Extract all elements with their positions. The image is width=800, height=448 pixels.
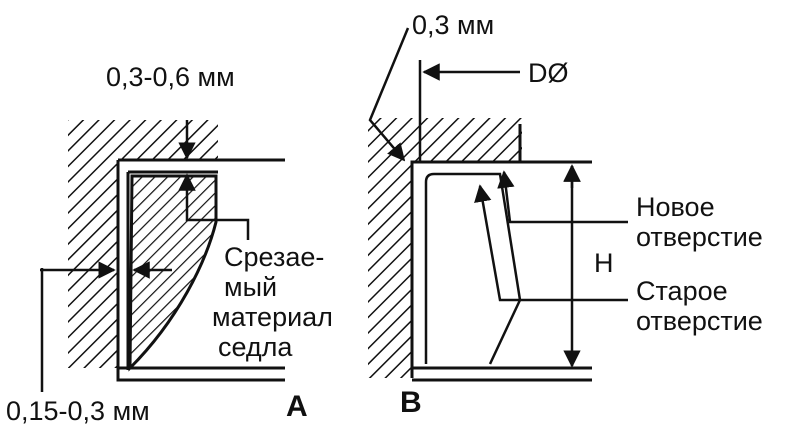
head-body-b — [368, 118, 522, 378]
seat-lines-b — [412, 160, 592, 382]
chamfer-leader — [368, 27, 410, 162]
label-new-line1: Новое — [636, 192, 715, 222]
label-old-line2: отверстие — [636, 306, 763, 336]
head-body-a — [68, 120, 218, 368]
caption-b: B — [400, 386, 422, 419]
label-top-a: 0,3-0,6 мм — [106, 62, 235, 92]
seat-insert-a — [116, 158, 285, 382]
label-new-line2: отверстие — [636, 222, 763, 252]
bore-outline-b — [424, 172, 522, 365]
label-h-b: H — [594, 248, 614, 278]
leader-cut-a — [185, 215, 250, 240]
label-cut-line2: мый — [224, 272, 277, 302]
label-bottom-a: 0,15-0,3 мм — [6, 396, 150, 426]
label-old-line1: Старое — [636, 276, 728, 306]
caption-a: A — [286, 390, 308, 423]
label-cut-line1: Срезае- — [224, 242, 324, 272]
figure-b: 0,3 мм DØ H Новое отверстие Старое отвер… — [368, 10, 763, 419]
leader-new-hole — [497, 170, 628, 224]
cut-material-region — [128, 174, 218, 372]
label-cut-line4: седла — [218, 332, 293, 362]
leader-old-hole — [474, 184, 628, 302]
label-cut-line3: материал — [212, 302, 333, 332]
figure-a: 0,3-0,6 мм Срезае- мый материал седла 0,… — [6, 62, 333, 426]
label-diameter-b: DØ — [528, 58, 569, 88]
label-chamfer-b: 0,3 мм — [412, 10, 494, 40]
